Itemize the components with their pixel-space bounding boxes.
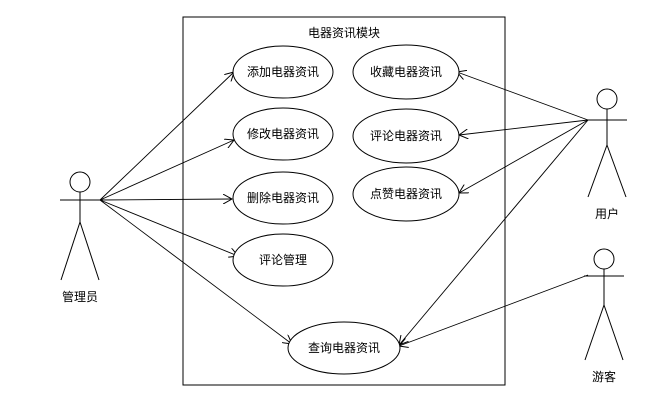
svg-text:查询电器资讯: 查询电器资讯: [308, 341, 380, 355]
svg-text:删除电器资讯: 删除电器资讯: [247, 190, 319, 205]
use-case-modify[interactable]: 修改电器资讯: [232, 107, 334, 161]
actor-admin[interactable]: 管理员: [60, 171, 100, 304]
actor-guest[interactable]: 游客: [584, 248, 624, 384]
stick-figure-icon: [60, 171, 100, 281]
svg-text:评论管理: 评论管理: [259, 252, 307, 267]
svg-text:收藏电器资讯: 收藏电器资讯: [370, 65, 442, 79]
use-case-query[interactable]: 查询电器资讯: [287, 321, 401, 375]
use-case-like[interactable]: 点赞电器资讯: [352, 166, 460, 222]
assoc-guest-query: [399, 274, 589, 346]
assoc-admin-add: [99, 72, 234, 201]
use-case-delete[interactable]: 删除电器资讯: [232, 171, 334, 225]
svg-text:评论电器资讯: 评论电器资讯: [370, 129, 442, 143]
svg-text:修改电器资讯: 修改电器资讯: [247, 126, 319, 141]
assoc-admin-comment-manage: [99, 199, 238, 256]
assoc-user-like: [459, 119, 589, 193]
associations: [99, 72, 589, 346]
assoc-admin-modify: [99, 140, 234, 201]
svg-text:点赞电器资讯: 点赞电器资讯: [370, 187, 442, 201]
actor-user-label: 用户: [595, 206, 619, 221]
actor-guest-label: 游客: [592, 369, 616, 384]
assoc-user-query: [399, 119, 589, 345]
actor-user[interactable]: 用户: [587, 88, 627, 221]
use-case-add[interactable]: 添加电器资讯: [232, 45, 334, 99]
assoc-user-comment: [459, 119, 589, 135]
use-case-favorite[interactable]: 收藏电器资讯: [352, 44, 460, 100]
assoc-user-favorite: [457, 72, 589, 121]
use-case-comment-manage[interactable]: 评论管理: [232, 233, 334, 287]
assoc-admin-delete: [99, 199, 232, 200]
stick-figure-icon: [587, 88, 627, 198]
actor-admin-label: 管理员: [62, 289, 98, 304]
assoc-admin-query: [99, 199, 292, 344]
use-case-comment[interactable]: 评论电器资讯: [352, 108, 460, 164]
stick-figure-icon: [584, 248, 624, 361]
system-title: 电器资讯模块: [308, 26, 380, 40]
svg-text:添加电器资讯: 添加电器资讯: [247, 65, 319, 79]
